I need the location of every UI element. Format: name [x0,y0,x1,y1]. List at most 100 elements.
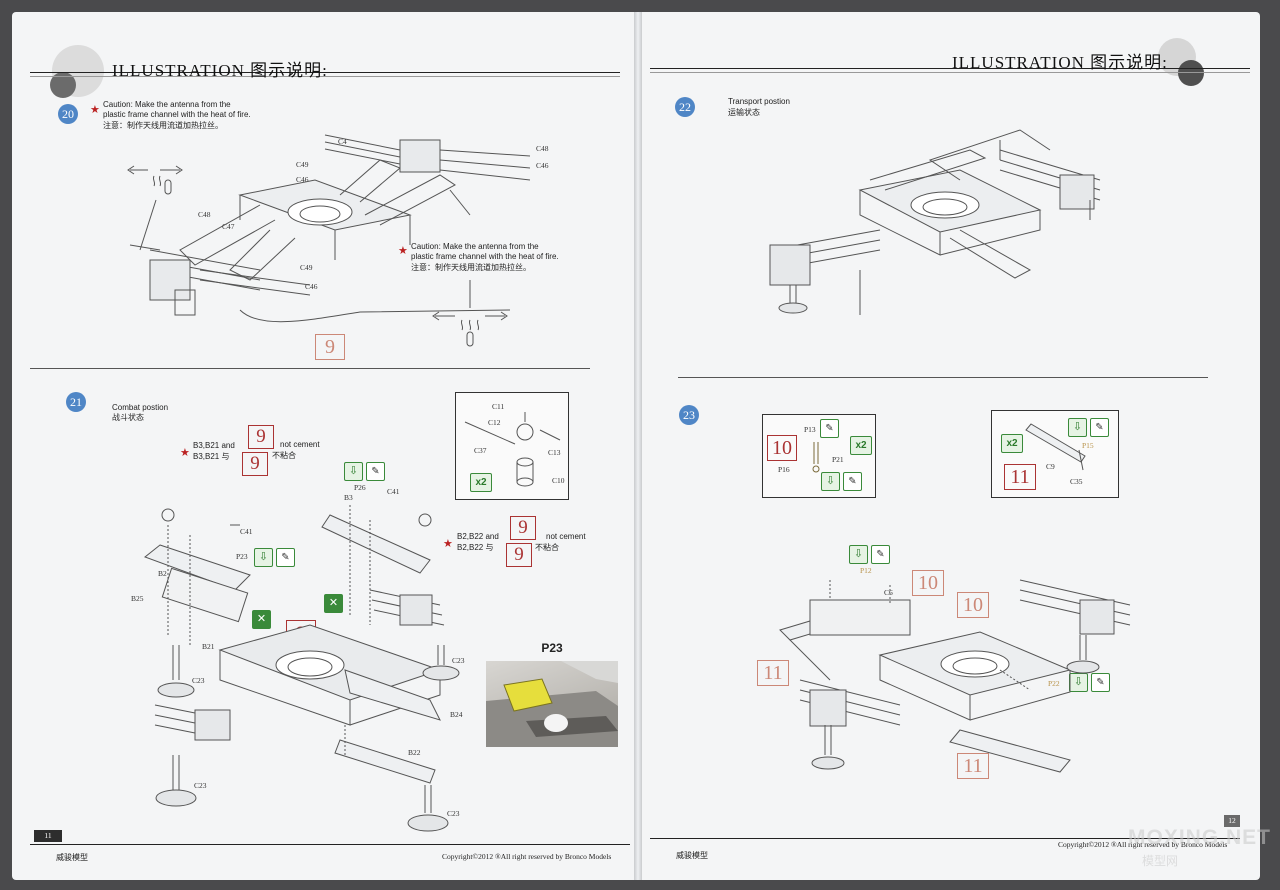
multiplier-badge: x2 [470,473,492,492]
watermark-sub: 模型网 [1142,854,1179,868]
note-star-icon: ★ [443,538,453,550]
part-label: C37 [474,446,487,455]
part-label: B21 [202,642,215,651]
glue-down-icon: ⇩ [344,462,363,481]
part-label: B25 [131,594,144,603]
caution-text-cn: 注意：制作天线用流道加热拉丝。 [103,121,223,130]
page-number-box: 11 [34,830,62,842]
caution2-text-cn: 注意：制作天线用流道加热拉丝。 [411,263,531,272]
header-rule [30,72,620,73]
section-divider [678,377,1208,378]
note2-prefix: B2,B22 and [457,532,499,541]
part-label: C6 [884,588,893,597]
part-label: C41 [387,487,400,496]
copyright: Copyright©2012 ®All right reserved by Br… [442,852,612,861]
part-label: P26 [354,483,366,492]
caution-star-icon: ★ [398,245,408,257]
ref-box-10: 10 [912,570,944,596]
step-number-badge: 22 [675,97,695,117]
ref-box-9: 9 [242,452,268,476]
p23-photo-detail [486,661,618,747]
step20-assembly-drawing [127,134,531,347]
part-label: B22 [408,748,421,757]
ref-box-10: 10 [957,592,989,618]
note-star-icon: ★ [180,447,190,459]
part-label: C47 [222,222,235,231]
part-label: C35 [1070,477,1083,486]
note1-cn-suffix: 不粘合 [272,451,296,460]
part-label: C49 [296,160,309,169]
part-label: C23 [452,656,465,665]
part-label: C48 [536,144,549,153]
part-label: C48 [198,210,211,219]
glue-down-icon: ⇩ [1069,673,1088,692]
watermark-logo: MOXING.NET [1128,826,1272,849]
part-label: C41 [240,527,253,536]
part-label: C46 [305,282,318,291]
binding-gutter [634,12,642,880]
part-label: C10 [552,476,565,485]
sub10-drawing [812,442,820,473]
cement-icon: ✎ [871,545,890,564]
part-label: C23 [447,809,460,818]
brand-label: 威骏模型 [56,853,88,862]
step-title-en: Transport postion [728,97,790,106]
part-label: B24 [450,710,463,719]
ref-box-11: 11 [957,753,989,779]
cement-icon: ✎ [843,472,862,491]
step-title-cn: 战斗状态 [112,413,144,422]
note1-prefix: B3,B21 and [193,441,235,450]
glue-down-icon: ⇩ [1068,418,1087,437]
footer-rule [30,844,630,845]
ref-box-11: 11 [757,660,789,686]
note2-cn-suffix: 不粘合 [535,543,559,552]
cement-icon: ✎ [1090,418,1109,437]
part-label: B2 [158,569,167,578]
multiplier-badge: x2 [1001,434,1023,453]
cement-icon: ✎ [366,462,385,481]
caution-text-en-1: Caution: Make the antenna from the [103,100,231,109]
cement-icon: ✎ [276,548,295,567]
ref-box-10: 10 [767,435,797,461]
part-label: P22 [1048,679,1060,688]
part-label: C49 [300,263,313,272]
page-number: 11 [44,831,52,840]
part-label: P16 [778,465,790,474]
multiplier-badge: x2 [850,436,872,455]
ref-box-9: 9 [248,425,274,449]
step-title-cn: 运输状态 [728,108,760,117]
part-label: P21 [832,455,844,464]
cement-icon: ✎ [820,419,839,438]
glue-down-icon: ⇩ [254,548,273,567]
step-number-badge: 20 [58,104,78,124]
header-decor-dot [1178,60,1204,86]
right-header-title: ILLUSTRATION 图示说明: [952,53,1168,72]
part-label: C12 [488,418,501,427]
part-label: P12 [860,566,872,575]
caution-text-en-2: plastic frame channel with the heat of f… [103,110,251,119]
part-label: C9 [1046,462,1055,471]
sub11-drawing [1025,423,1086,471]
step21-assembly-drawing [143,505,460,832]
note2-cn-prefix: B2,B22 与 [457,543,494,552]
step22-assembly-drawing [769,129,1101,315]
caution-star-icon: ★ [90,104,100,116]
step-number-badge: 23 [679,405,699,425]
footer-rule [650,838,1240,839]
photo-label: P23 [541,641,563,655]
ref-box-9: 9 [510,516,536,540]
header-rule-2 [30,76,620,77]
glue-down-icon: ⇩ [821,472,840,491]
left-header-title: ILLUSTRATION 图示说明: [112,61,328,80]
ref-box-11: 11 [1004,464,1036,490]
brand-label: 威骏模型 [676,851,708,860]
caution2-text-en-2: plastic frame channel with the heat of f… [411,252,559,261]
part-label: P23 [236,552,248,561]
header-rule-2 [650,72,1250,73]
section-divider [30,368,590,369]
part-label: C13 [548,448,561,457]
part-label: B3 [344,493,353,502]
copyright: Copyright©2012 ®All right reserved by Br… [1058,840,1228,849]
step-ref-box: 9 [315,334,345,360]
part-label: P15 [1082,441,1094,450]
